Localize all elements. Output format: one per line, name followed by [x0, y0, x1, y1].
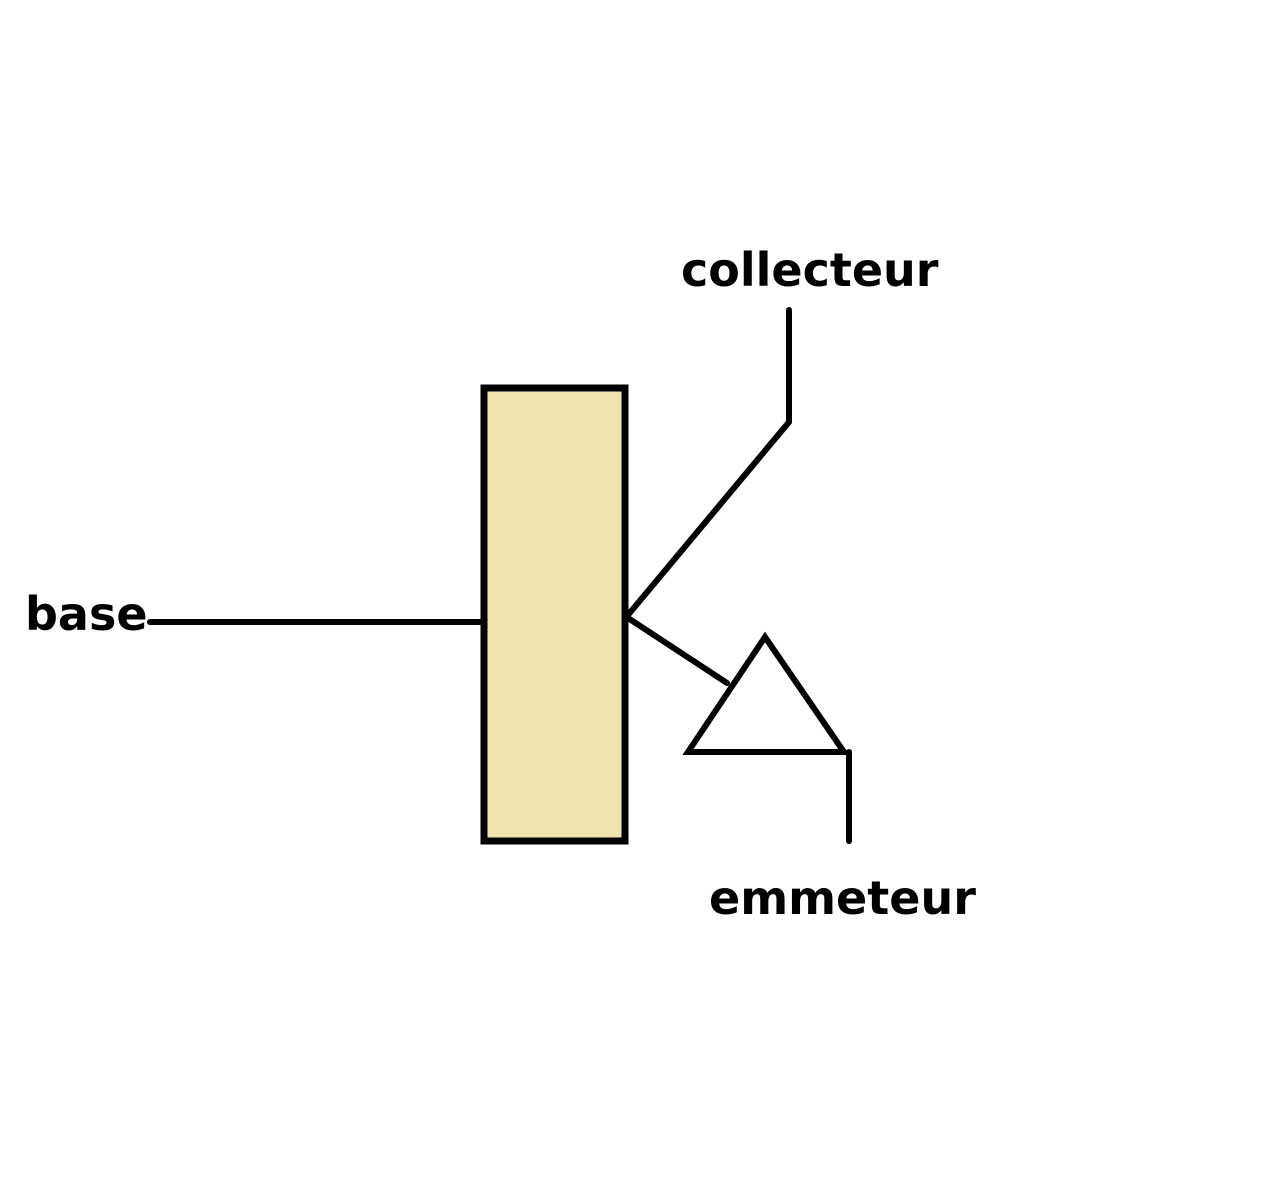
- emitter-diagonal-lead: [625, 615, 730, 686]
- collector-label: collecteur: [681, 243, 939, 297]
- emitter-arrow-triangle: [682, 631, 850, 755]
- emitter-label: emmeteur: [709, 871, 976, 925]
- base-block: [480, 384, 629, 845]
- collector-lead: [625, 307, 792, 618]
- base-label: base: [25, 587, 148, 641]
